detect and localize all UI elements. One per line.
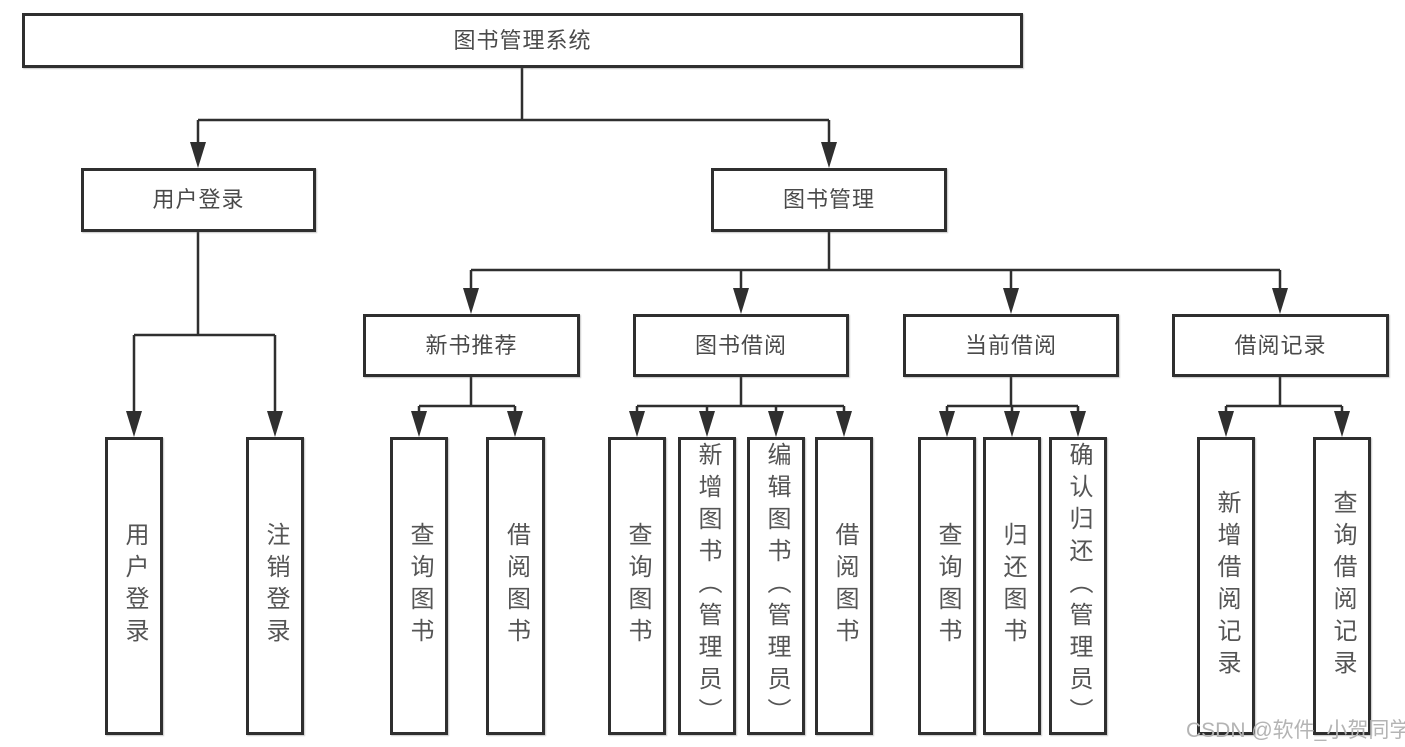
arrow-icon	[699, 411, 715, 437]
node-label: 用户登录	[121, 522, 148, 650]
arrow-icon	[733, 288, 749, 314]
node-label: 查询图书	[934, 522, 961, 650]
node-label: 查询借阅记录	[1329, 490, 1356, 682]
leaf-query-books-borrowing: 查询图书	[608, 437, 666, 735]
leaf-add-book-admin: 新增图书（管理员）	[678, 437, 736, 735]
arrow-icon	[507, 411, 523, 437]
arrow-icon	[1004, 411, 1020, 437]
node-label: 借阅记录	[1234, 332, 1327, 358]
connector-bookborrow-group	[635, 377, 846, 430]
leaf-add-borrow-record: 新增借阅记录	[1197, 437, 1255, 735]
node-label: 查询图书	[406, 522, 433, 650]
arrow-icon	[1003, 288, 1019, 314]
leaf-logout: 注销登录	[246, 437, 304, 735]
node-label: 新增借阅记录	[1213, 490, 1240, 682]
connector-root-to-level2	[196, 68, 831, 160]
arrow-icon	[1070, 411, 1086, 437]
leaf-user-login: 用户登录	[105, 437, 163, 735]
arrow-icon	[768, 411, 784, 437]
node-label: 归还图书	[999, 522, 1026, 650]
leaf-return-books: 归还图书	[983, 437, 1041, 735]
arrow-icon	[190, 142, 206, 168]
watermark: CSDN @软件_小贺同学	[1186, 719, 1405, 742]
node-user-login: 用户登录	[81, 168, 316, 232]
leaf-confirm-return-admin: 确认归还（管理员）	[1049, 437, 1107, 735]
node-current-borrowing: 当前借阅	[903, 314, 1119, 377]
node-label: 借阅图书	[831, 522, 858, 650]
node-new-book-recommend: 新书推荐	[363, 314, 580, 377]
connector-records-group	[1224, 377, 1344, 430]
arrow-icon	[1218, 411, 1234, 437]
connector-newbook-group	[417, 377, 517, 430]
arrow-icon	[411, 411, 427, 437]
connector-userlogin-group	[132, 232, 277, 430]
leaf-query-books-recommend: 查询图书	[390, 437, 448, 735]
node-label: 新增图书（管理员）	[694, 442, 721, 730]
node-label: 图书管理	[782, 187, 875, 212]
node-label: 图书管理系统	[453, 27, 592, 53]
node-book-borrowing: 图书借阅	[633, 314, 849, 377]
arrow-icon	[939, 411, 955, 437]
leaf-edit-book-admin: 编辑图书（管理员）	[747, 437, 805, 735]
node-label: 借阅图书	[502, 522, 530, 650]
node-label: 新书推荐	[425, 332, 518, 358]
leaf-borrow-books: 借阅图书	[815, 437, 873, 735]
leaf-query-borrow-record: 查询借阅记录	[1313, 437, 1371, 735]
arrow-icon	[463, 288, 479, 314]
node-label: 当前借阅	[964, 332, 1057, 358]
node-library-system: 图书管理系统	[22, 13, 1023, 68]
node-label: 图书借阅	[694, 332, 787, 358]
node-book-management: 图书管理	[711, 168, 947, 232]
node-label: 查询图书	[624, 522, 651, 650]
node-label: 注销登录	[262, 522, 289, 650]
node-borrow-records: 借阅记录	[1172, 314, 1389, 377]
node-label: 编辑图书（管理员）	[763, 442, 790, 730]
arrow-icon	[836, 411, 852, 437]
arrow-icon	[267, 411, 283, 437]
connector-bookmgmt-to-level3	[469, 232, 1282, 308]
arrow-icon	[1334, 411, 1350, 437]
leaf-borrow-books-recommend: 借阅图书	[486, 437, 545, 735]
arrow-icon	[126, 411, 142, 437]
arrow-icon	[821, 142, 837, 168]
node-label: 确认归还（管理员）	[1065, 442, 1092, 730]
node-label: 用户登录	[152, 187, 245, 212]
arrow-icon	[629, 411, 645, 437]
arrow-icon	[1272, 288, 1288, 314]
leaf-query-books-current: 查询图书	[918, 437, 976, 735]
arrowheads	[126, 142, 1350, 437]
